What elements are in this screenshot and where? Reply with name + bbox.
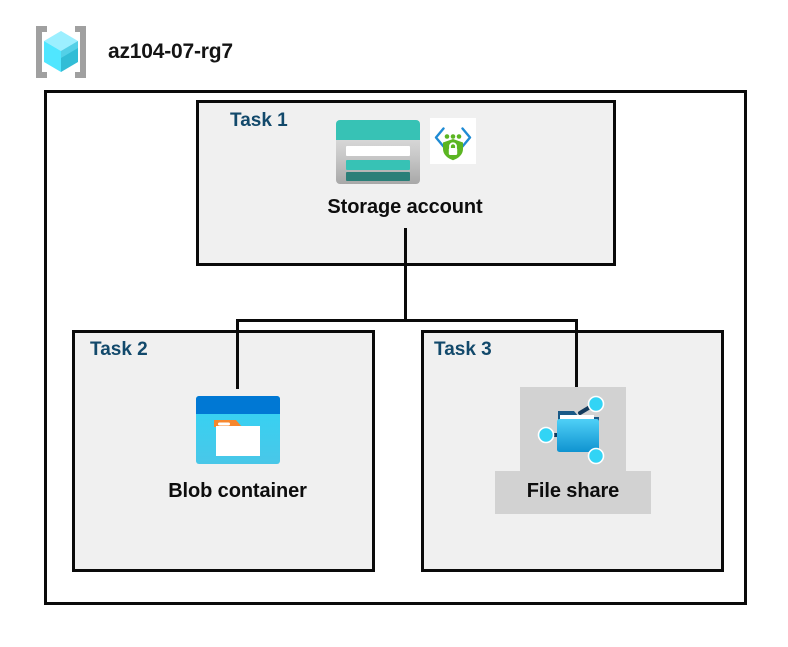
- task-label-3: Task 3: [434, 339, 492, 360]
- page-title: az104-07-rg7: [108, 40, 233, 63]
- secure-endpoint-shield-icon[interactable]: [430, 118, 476, 164]
- file-share-label-highlight: File share: [494, 471, 652, 514]
- task-label-2: Task 2: [90, 339, 148, 360]
- connector-storage-trunk: [404, 228, 407, 322]
- task-label-1: Task 1: [230, 110, 288, 131]
- storage-account-icon-row: [334, 118, 476, 190]
- file-share-label: File share: [526, 480, 620, 502]
- connector-horizontal-bus: [236, 319, 578, 322]
- resource-group-icon: [30, 22, 92, 82]
- file-share-icon[interactable]: [534, 391, 612, 467]
- connector-drop-fileshare: [575, 319, 578, 391]
- connector-drop-blob: [236, 319, 239, 389]
- blob-container-label: Blob container: [168, 480, 307, 502]
- storage-account-icon[interactable]: [334, 118, 422, 186]
- file-share-icon-highlight: [520, 387, 626, 471]
- resource-group-header: az104-07-rg7: [30, 22, 233, 82]
- storage-account-label: Storage account: [327, 196, 483, 218]
- node-storage-account[interactable]: Storage account: [280, 118, 530, 219]
- node-blob-container[interactable]: Blob container: [135, 392, 340, 503]
- node-file-share[interactable]: File share: [478, 387, 668, 514]
- blob-container-icon[interactable]: [192, 392, 284, 468]
